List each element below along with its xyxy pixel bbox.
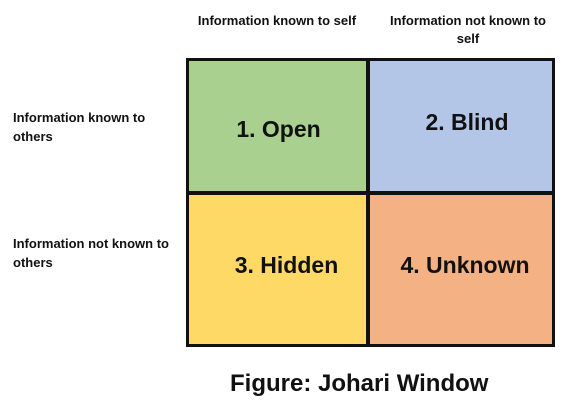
quadrant-hidden-label: 3. Hidden (234, 252, 339, 278)
quadrant-open: 1. Open (186, 58, 369, 194)
row-header-not-known-to-others: Information not known to others (13, 236, 169, 270)
quadrant-open-label: 1. Open (236, 115, 321, 142)
quadrant-unknown-label: 4. Unknown (400, 252, 530, 278)
quadrant-unknown: 4. Unknown (367, 192, 555, 347)
column-header-not-known-to-self: Information not known to self (390, 13, 546, 46)
quadrant-hidden: 3. Hidden (186, 192, 369, 347)
quadrant-blind-label: 2. Blind (425, 108, 509, 135)
row-header-known-to-others: Information known to others (13, 110, 146, 144)
quadrant-blind: 2. Blind (367, 58, 555, 194)
figure-caption: Figure: Johari Window (230, 370, 489, 397)
column-header-known-to-self: Information known to self (197, 13, 357, 28)
